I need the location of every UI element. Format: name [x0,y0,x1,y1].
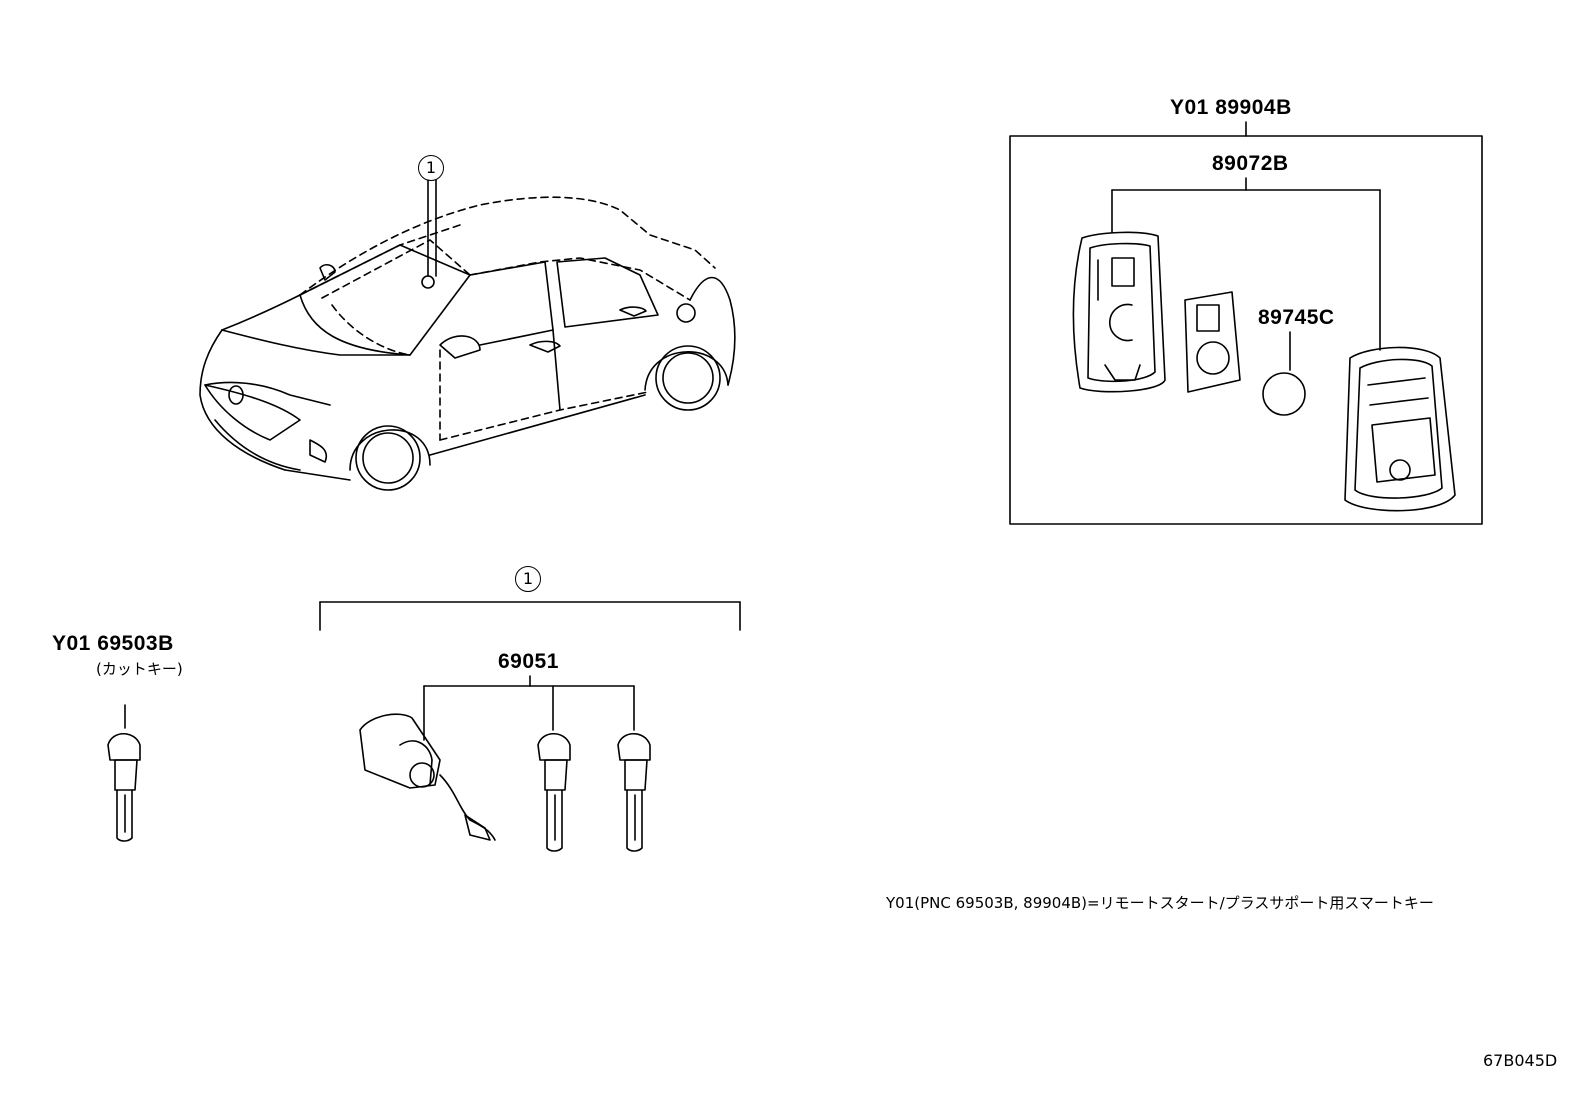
label-smart-key-set: Y01 89904B [1170,96,1292,119]
label-cylinder-set: 69051 [498,650,559,673]
cylinder-set [319,601,741,852]
cut-key [107,704,141,842]
callout-cylinder-set: 1 [515,566,541,592]
label-cut-key: Y01 69503B [52,632,174,655]
label-key-case: 89072B [1212,152,1289,175]
callout-car: 1 [418,155,444,181]
smart-key-set-box [1009,121,1483,525]
label-battery: 89745C [1258,306,1335,329]
car-illustration [199,179,736,491]
label-cut-key-note: (カットキー) [96,660,183,678]
footnote: Y01(PNC 69503B, 89904B)=リモートスタート/プラスサポート… [886,894,1434,912]
diagram-code: 67B045D [1483,1051,1558,1070]
